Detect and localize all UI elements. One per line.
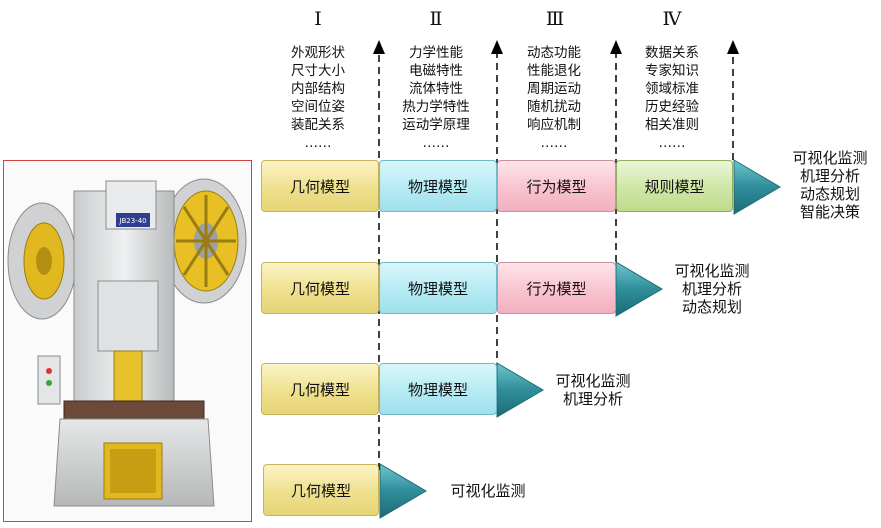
output-item: 机理分析	[562, 390, 623, 408]
stage-header-4: Ⅳ	[662, 8, 682, 30]
desc-item: ……	[540, 135, 568, 151]
desc-item: 响应机制	[527, 117, 581, 133]
desc-item: ……	[304, 135, 332, 151]
row1-behavior-model: 行为模型	[497, 160, 616, 212]
desc-item: 空间位姿	[291, 99, 345, 115]
desc-item: 数据关系	[645, 45, 699, 61]
stage-description-1: 外观形状 尺寸大小 内部结构 空间位姿 装配关系 ……	[263, 44, 373, 152]
row4-arrow-head-icon	[379, 463, 427, 519]
desc-item: 历史经验	[645, 99, 699, 115]
row4-outputs: 可视化监测	[442, 482, 534, 500]
desc-item: ……	[658, 135, 686, 151]
row1-geometry-model: 几何模型	[261, 160, 379, 212]
machine-panel-label: JB23-40	[118, 217, 146, 225]
desc-item: 运动学原理	[402, 117, 470, 133]
desc-item: 随机扰动	[527, 99, 581, 115]
desc-item: 内部结构	[291, 81, 345, 97]
row2-physics-model: 物理模型	[379, 262, 497, 314]
output-item: 机理分析	[799, 167, 860, 185]
row1-physics-model: 物理模型	[379, 160, 497, 212]
output-item: 可视化监测	[674, 262, 750, 280]
row2-outputs: 可视化监测 机理分析 动态规划	[666, 262, 758, 316]
up-arrow-icon	[610, 40, 622, 54]
output-item: 动态规划	[799, 185, 860, 203]
output-item: 可视化监测	[555, 372, 631, 390]
desc-item: 装配关系	[291, 117, 345, 133]
desc-item: 外观形状	[291, 45, 345, 61]
desc-item: 热力学特性	[402, 99, 470, 115]
stage-header-1: Ⅰ	[314, 8, 322, 30]
row3-physics-model: 物理模型	[379, 363, 497, 415]
output-item: 智能决策	[799, 203, 860, 221]
output-item: 动态规划	[681, 298, 742, 316]
row3-geometry-model: 几何模型	[261, 363, 379, 415]
row1-rule-model: 规则模型	[616, 160, 733, 212]
desc-item: 专家知识	[645, 63, 699, 79]
row2-arrow-head-icon	[615, 261, 663, 317]
stage-header-2: Ⅱ	[429, 8, 443, 30]
up-arrow-icon	[727, 40, 739, 54]
desc-item: ……	[422, 135, 450, 151]
output-item: 可视化监测	[792, 149, 868, 167]
desc-item: 相关准则	[645, 117, 699, 133]
desc-item: 尺寸大小	[291, 63, 345, 79]
row1-arrow-head-icon	[733, 159, 781, 215]
desc-item: 周期运动	[527, 81, 581, 97]
press-machine-photo: JB23-40	[3, 160, 252, 522]
row2-geometry-model: 几何模型	[261, 262, 379, 314]
desc-item: 性能退化	[527, 63, 581, 79]
row1-outputs: 可视化监测 机理分析 动态规划 智能决策	[784, 149, 876, 221]
stage-description-3: 动态功能 性能退化 周期运动 随机扰动 响应机制 ……	[499, 44, 609, 152]
desc-item: 动态功能	[527, 45, 581, 61]
desc-item: 电磁特性	[409, 63, 463, 79]
row3-arrow-head-icon	[496, 362, 544, 418]
desc-item: 领域标准	[645, 81, 699, 97]
desc-item: 流体特性	[409, 81, 463, 97]
row2-behavior-model: 行为模型	[497, 262, 616, 314]
output-item: 机理分析	[681, 280, 742, 298]
stage-description-2: 力学性能 电磁特性 流体特性 热力学特性 运动学原理 ……	[381, 44, 491, 152]
press-machine-icon: JB23-40	[7, 178, 247, 507]
desc-item: 力学性能	[409, 45, 463, 61]
up-arrow-icon	[373, 40, 385, 54]
stage-header-3: Ⅲ	[545, 8, 565, 30]
stage-description-4: 数据关系 专家知识 领域标准 历史经验 相关准则 ……	[617, 44, 727, 152]
row3-outputs: 可视化监测 机理分析	[547, 372, 639, 408]
row4-geometry-model: 几何模型	[263, 464, 379, 516]
up-arrow-icon	[491, 40, 503, 54]
output-item: 可视化监测	[450, 482, 526, 500]
